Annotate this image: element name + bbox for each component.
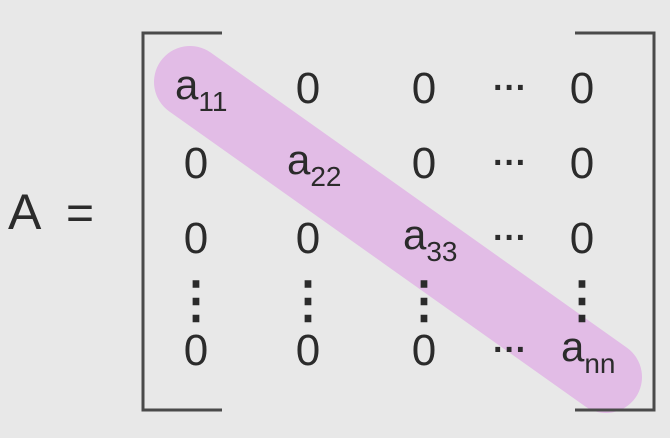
zero-entry: 0 [184, 139, 208, 188]
vertical-ellipsis: ⋮ [283, 272, 333, 328]
entry-subscript: nn [584, 348, 615, 379]
diagonal-entry-a22: a22 [287, 136, 342, 192]
horizontal-ellipsis: ··· [493, 69, 527, 107]
zero-entry: 0 [296, 326, 320, 375]
zero-entry: 0 [184, 326, 208, 375]
left-bracket [141, 31, 222, 412]
zero-entry: 0 [570, 214, 594, 263]
entry-subscript: 22 [310, 161, 341, 192]
zero-entry: 0 [412, 326, 436, 375]
zero-entry: 0 [184, 214, 208, 263]
entry-subscript: 11 [198, 86, 227, 117]
zero-entry: 0 [296, 214, 320, 263]
diagonal-entry-ann: ann [561, 323, 616, 379]
zero-entry: 0 [570, 139, 594, 188]
entry-subscript: 33 [426, 236, 457, 267]
entry-base: a [175, 61, 199, 108]
main-diagonal-highlight [154, 46, 642, 413]
zero-entry: 0 [412, 64, 436, 113]
horizontal-ellipsis: ··· [493, 219, 527, 257]
entry-base: a [287, 136, 311, 183]
zero-entry: 0 [412, 139, 436, 188]
right-bracket [575, 31, 656, 412]
horizontal-ellipsis: ··· [493, 331, 527, 369]
matrix-name: A [8, 184, 42, 240]
vertical-ellipsis: ⋮ [399, 272, 449, 328]
equals-sign: = [66, 187, 94, 240]
horizontal-ellipsis: ··· [493, 144, 527, 182]
vertical-ellipsis: ⋮ [557, 272, 607, 328]
diagonal-entry-a11: a11 [175, 61, 227, 117]
zero-entry: 0 [570, 64, 594, 113]
vertical-ellipsis: ⋮ [171, 272, 221, 328]
entry-base: a [561, 323, 585, 370]
diagonal-entry-a33: a33 [403, 211, 458, 267]
zero-entry: 0 [296, 64, 320, 113]
entry-base: a [403, 211, 427, 258]
